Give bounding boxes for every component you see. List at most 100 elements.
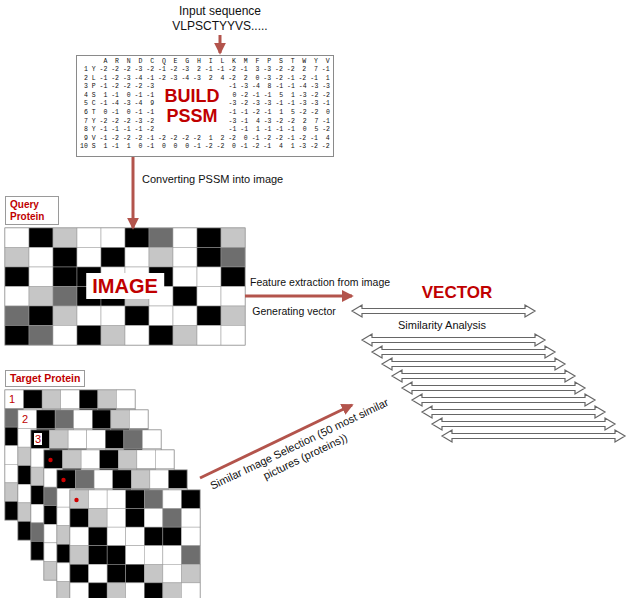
pixel-cell bbox=[53, 248, 77, 268]
pixel-cell bbox=[149, 228, 173, 248]
query-image-grid bbox=[5, 228, 245, 345]
pssm-row: 1 Y -2 -2 -2 -3 -2 -1 -2 -3 2 -1 -1 -2 -… bbox=[80, 66, 330, 74]
pixel-cell bbox=[173, 306, 197, 326]
pixel-cell bbox=[70, 527, 89, 546]
vector-stack: VECTOR bbox=[352, 283, 625, 443]
pssm-row: -3 -1 4 -3 -2 -2 2 7 -1 bbox=[229, 118, 330, 126]
pixel-cell bbox=[101, 326, 125, 346]
pixel-cell bbox=[53, 287, 77, 307]
pssm-row: 9 V -1 -2 -2 -2 -1 -2 -2 -2 -2 1 2 -2 0 … bbox=[80, 135, 330, 143]
pixel-cell bbox=[81, 450, 100, 469]
pixel-cell bbox=[107, 546, 126, 565]
pixel-cell bbox=[70, 564, 89, 583]
input-caption: Input sequence bbox=[179, 4, 261, 18]
pixel-cell bbox=[68, 430, 87, 449]
pixel-cell bbox=[5, 390, 24, 409]
pixel-cell bbox=[197, 287, 221, 307]
pixel-cell bbox=[144, 490, 163, 509]
pixel-cell bbox=[173, 248, 197, 268]
pixel-cell bbox=[37, 410, 56, 429]
pixel-cell bbox=[221, 228, 245, 248]
input-sequence: VLPSCTYYVS..... bbox=[172, 19, 267, 33]
pixel-cell bbox=[173, 326, 197, 346]
query-image: Query ProteinIMAGE bbox=[5, 228, 245, 345]
pssm-row: 3 P -1 -2 -2 -2 -3 bbox=[80, 83, 154, 91]
pixel-cell bbox=[44, 450, 63, 469]
pixel-cell bbox=[79, 390, 98, 409]
pixel-cell bbox=[89, 490, 108, 509]
pssm-row: 6 T 0 -1 0 -1 -1 bbox=[80, 109, 154, 117]
pixel-cell bbox=[24, 390, 43, 409]
pixel-cell bbox=[126, 564, 145, 583]
pixel-cell bbox=[144, 527, 163, 546]
target-image-grid bbox=[70, 490, 200, 598]
pixel-cell bbox=[142, 430, 161, 449]
pixel-cell bbox=[92, 410, 111, 429]
pssm-row: -3 -2 -3 -3 -1 -1 -3 -3 -1 bbox=[229, 100, 330, 108]
pixel-cell bbox=[29, 248, 53, 268]
vector-arrow bbox=[392, 370, 575, 382]
pixel-cell bbox=[5, 287, 29, 307]
pixel-cell bbox=[107, 564, 126, 583]
pixel-cell bbox=[89, 509, 108, 528]
pssm-row: 10 S 1 -1 1 0 -1 0 0 0 -1 -2 -2 0 -1 -2 … bbox=[80, 143, 330, 151]
grid-back bbox=[57, 470, 187, 598]
pixel-cell bbox=[137, 450, 156, 469]
pixel-cell bbox=[77, 326, 101, 346]
pixel-cell bbox=[163, 546, 182, 565]
image-title: IMAGE bbox=[86, 273, 164, 299]
callout-number: 1 bbox=[8, 393, 16, 405]
pixel-cell bbox=[197, 326, 221, 346]
edge-label: Converting PSSM into image bbox=[142, 173, 283, 186]
pssm-row: 8 Y -1 -1 -1 -1 -2 bbox=[80, 126, 154, 134]
pixel-cell bbox=[181, 583, 200, 598]
pixel-cell bbox=[89, 546, 108, 565]
vector-arrow bbox=[352, 305, 535, 317]
pixel-cell bbox=[101, 228, 125, 248]
pixel-cell bbox=[101, 306, 125, 326]
pixel-cell bbox=[55, 410, 74, 429]
target-image-grid bbox=[57, 470, 187, 598]
pixel-cell bbox=[126, 546, 145, 565]
pixel-cell bbox=[100, 450, 119, 469]
pixel-cell bbox=[168, 470, 187, 489]
pixel-cell bbox=[118, 450, 137, 469]
pixel-cell bbox=[149, 306, 173, 326]
pixel-cell bbox=[126, 509, 145, 528]
pixel-cell bbox=[221, 287, 245, 307]
pixel-cell bbox=[77, 248, 101, 268]
target-heading: Target Protein bbox=[5, 370, 85, 387]
pixel-cell bbox=[125, 228, 149, 248]
pixel-cell bbox=[126, 490, 145, 509]
pixel-cell bbox=[77, 306, 101, 326]
pixel-cell bbox=[181, 546, 200, 565]
pixel-cell bbox=[173, 228, 197, 248]
pixel-cell bbox=[221, 248, 245, 268]
pixel-cell bbox=[111, 410, 130, 429]
pixel-cell bbox=[63, 450, 82, 469]
pixel-cell bbox=[5, 267, 29, 287]
pixel-cell bbox=[76, 470, 95, 489]
pixel-cell bbox=[70, 509, 89, 528]
pixel-cell bbox=[181, 564, 200, 583]
pixel-cell bbox=[144, 509, 163, 528]
pixel-cell bbox=[125, 248, 149, 268]
pixel-cell bbox=[89, 583, 108, 598]
pixel-cell bbox=[29, 267, 53, 287]
pssm-row: -1 -1 -2 -1 1 5 -2 -2 0 bbox=[229, 109, 330, 117]
grid-back bbox=[5, 228, 245, 345]
pixel-cell bbox=[173, 267, 197, 287]
pixel-cell bbox=[87, 430, 106, 449]
pixel-cell bbox=[31, 430, 50, 449]
pixel-cell bbox=[107, 527, 126, 546]
pixel-cell bbox=[70, 490, 89, 509]
pixel-cell bbox=[149, 326, 173, 346]
pixel-cell bbox=[197, 248, 221, 268]
pssm-row: -1 -1 1 -1 -1 -1 0 5 -2 bbox=[229, 126, 330, 134]
vector-arrow bbox=[372, 346, 555, 358]
pixel-cell bbox=[53, 267, 77, 287]
pixel-cell bbox=[144, 583, 163, 598]
pixel-cell bbox=[77, 228, 101, 248]
pixel-cell bbox=[113, 470, 132, 489]
pixel-cell bbox=[61, 390, 80, 409]
